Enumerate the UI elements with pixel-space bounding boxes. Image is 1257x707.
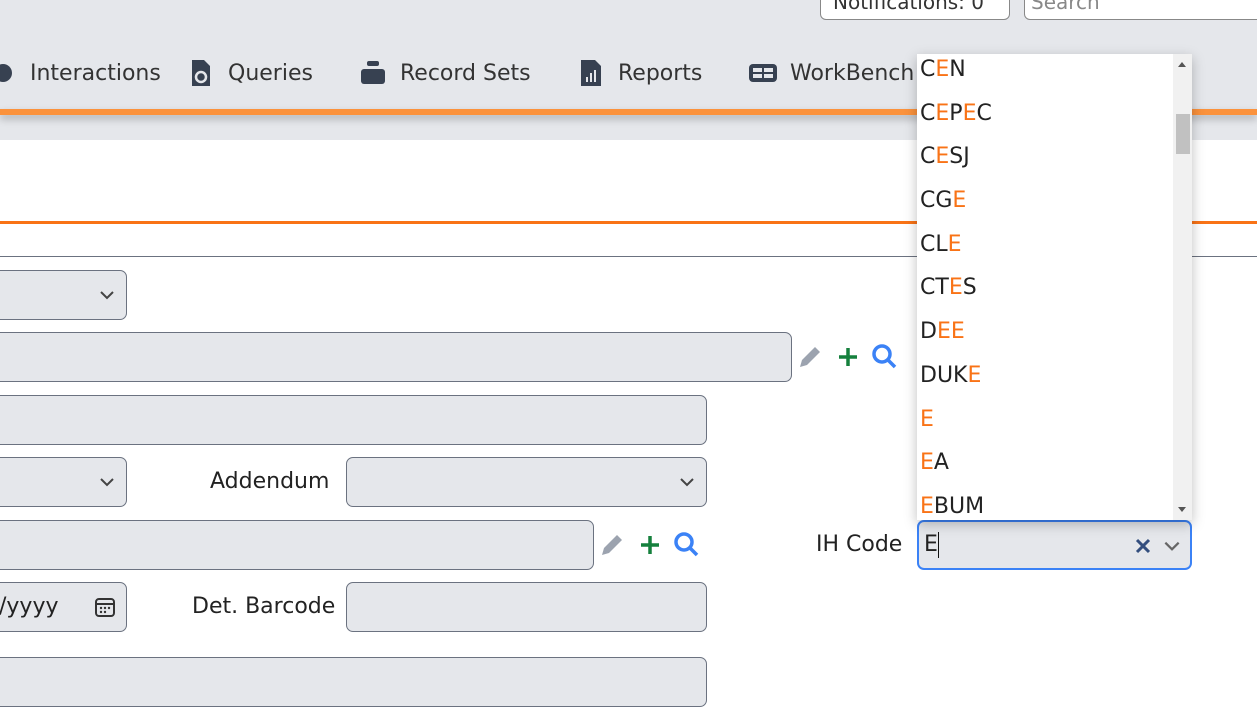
nav-label: Interactions [30,60,161,86]
nav-record-sets[interactable]: Record Sets [358,56,531,90]
reports-icon [581,60,601,86]
addendum-select[interactable] [346,457,707,507]
edit-icon[interactable] [598,531,626,559]
dropdown-option[interactable]: DUKE [917,360,1192,404]
option-text: BUM [933,493,985,519]
option-text: C [920,100,936,126]
nav-reports[interactable]: Reports [576,56,702,90]
chevron-down-icon [680,478,694,487]
dropdown-option[interactable]: E [917,404,1192,448]
option-text: S [962,275,977,301]
match-highlight: E [948,275,963,301]
ih-code-input[interactable]: E [917,520,1192,570]
det-barcode-input[interactable] [346,582,707,632]
match-highlight: E [935,100,950,126]
interactions-icon [0,64,12,82]
option-text: P [949,100,963,126]
form-header-divider [0,221,1257,224]
option-text: A [933,450,949,476]
select-field[interactable] [0,270,127,320]
option-text: C [976,100,992,126]
dropdown-option[interactable]: DEE [917,316,1192,360]
calendar-icon[interactable] [94,596,116,618]
match-highlight: EE [936,319,965,345]
scrollbar[interactable] [1173,54,1192,520]
record-sets-icon [361,61,385,84]
ih-code-label: IH Code [816,532,903,557]
dropdown-option[interactable]: CGE [917,185,1192,229]
ih-code-value: E [924,532,938,557]
dropdown-option[interactable]: CTES [917,272,1192,316]
match-highlight: E [947,231,962,257]
chevron-down-icon [100,478,114,487]
dropdown-option[interactable]: EA [917,447,1192,491]
match-highlight: E [952,188,967,214]
dropdown-option[interactable]: CEPEC [917,98,1192,142]
option-text: C [920,144,936,170]
queries-icon [192,60,210,86]
add-icon[interactable] [834,343,862,371]
nav-queries[interactable]: Queries [186,56,313,90]
dropdown-option[interactable]: CLE [917,229,1192,273]
search-input[interactable]: Search [1024,0,1257,20]
scroll-up-icon[interactable] [1178,62,1186,67]
option-text: CT [920,275,949,301]
match-highlight: E [967,362,982,388]
option-text: SJ [949,144,970,170]
match-highlight: E [920,406,934,432]
edit-icon[interactable] [796,343,824,371]
option-text: CG [920,188,953,214]
text-field[interactable] [0,395,707,445]
query-combo-field[interactable] [0,332,792,382]
header-divider [0,109,1257,115]
match-highlight: E [935,144,950,170]
notifications-button[interactable]: Notifications: 0 [820,0,1010,20]
nav-label: Queries [228,60,313,86]
chevron-down-icon [100,291,114,300]
scrollbar-thumb[interactable] [1176,114,1190,154]
nav-label: WorkBench [790,60,915,86]
option-text: C [920,57,936,82]
option-text: N [949,57,966,82]
option-text: DUK [920,362,968,388]
det-barcode-label: Det. Barcode [192,594,336,619]
dropdown-option[interactable]: CESJ [917,141,1192,185]
nav-interactions[interactable]: Interactions [0,56,161,90]
match-highlight: E [935,57,950,82]
date-field[interactable]: /yyyy [0,582,127,632]
dropdown-option[interactable]: CEN [917,54,1192,98]
text-field[interactable] [0,657,707,707]
match-highlight: E [962,100,977,126]
dropdown-option[interactable]: EBUM [917,491,1192,520]
search-icon[interactable] [672,530,700,558]
add-icon[interactable] [636,531,664,559]
match-highlight: E [920,450,934,476]
addendum-label: Addendum [210,469,330,494]
date-placeholder: /yyyy [0,594,59,619]
chevron-down-icon[interactable] [1162,536,1182,556]
taxon-combo-field[interactable] [0,520,594,570]
divider [0,256,1257,257]
workbench-icon [749,64,777,82]
text-caret [937,532,939,558]
select-field[interactable] [0,457,127,507]
nav-label: Record Sets [400,60,531,86]
nav-label: Reports [618,60,703,86]
match-highlight: E [920,493,934,519]
scroll-down-icon[interactable] [1178,507,1186,512]
option-text: CL [920,231,948,257]
option-text: D [920,319,937,345]
clear-icon[interactable] [1134,537,1152,555]
search-icon[interactable] [870,342,898,370]
nav-workbench[interactable]: WorkBench [748,56,914,90]
